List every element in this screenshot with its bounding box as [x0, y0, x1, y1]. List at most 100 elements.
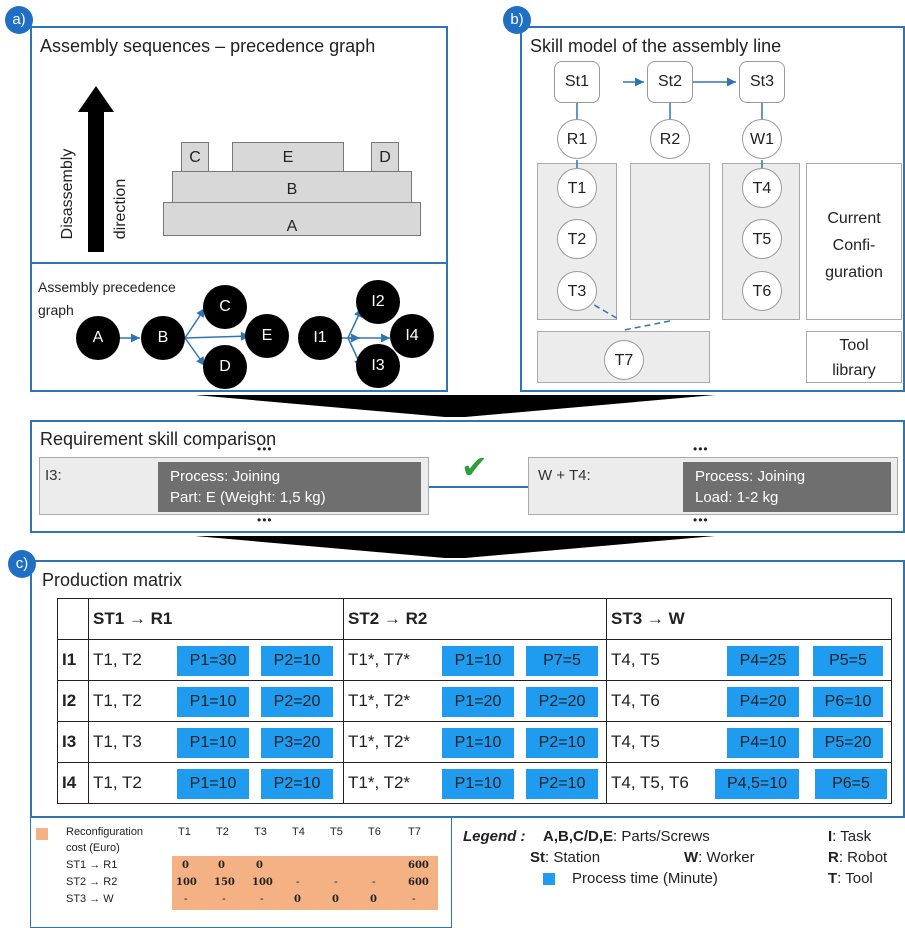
- legend-robot-key: R: [828, 849, 839, 866]
- matrix-cell: T1, T2 P1=10 P2=10: [88, 762, 344, 804]
- process-time-box: P2=10: [261, 646, 333, 676]
- skill-model-edges: [576, 77, 763, 331]
- node-i2: I2: [356, 280, 400, 324]
- cost-value: -: [184, 893, 188, 905]
- matrix-row-id: I1: [57, 639, 89, 681]
- matrix-row-id: I4: [57, 762, 89, 804]
- matrix-row: I1 T1, T2 P1=30 P2=10 T1*, T7* P1=10 P7=…: [57, 639, 892, 681]
- resource-r2: R2: [650, 119, 690, 159]
- cell-tools: T4, T5: [611, 650, 660, 669]
- process-time-box: P3=20: [261, 728, 333, 758]
- process-time-box: P2=10: [261, 769, 333, 799]
- legend-worker: W: Worker: [684, 849, 755, 866]
- cost-row-label: ST2 → R2: [66, 876, 118, 888]
- legend-parts: A,B,C/D,E: Parts/Screws: [543, 828, 710, 845]
- cost-value: -: [260, 893, 264, 905]
- legend-station-key: St: [530, 849, 545, 866]
- cost-col-t6: T6: [368, 826, 381, 838]
- cost-value: 150: [214, 877, 235, 888]
- station-st3: St3: [739, 61, 785, 103]
- cell-tools: T1*, T2*: [348, 773, 411, 792]
- process-time-box: P2=10: [526, 769, 598, 799]
- cost-value: 100: [176, 877, 197, 888]
- legend-tool-key: T: [828, 870, 838, 887]
- tool-t5: T5: [742, 219, 782, 259]
- cell-tools: T1, T2: [93, 650, 142, 669]
- cost-col-t2: T2: [216, 826, 229, 838]
- skill-process: Process: Joining: [695, 468, 806, 485]
- matrix-row: I3 T1, T3 P1=10 P3=20 T1*, T2* P1=10 P2=…: [57, 721, 892, 763]
- process-time-box: P5=20: [813, 728, 883, 758]
- part-e: E: [232, 142, 344, 172]
- cell-tools: T1*, T2*: [348, 691, 411, 710]
- process-time-box: P1=10: [177, 769, 249, 799]
- process-time-box: P4=10: [727, 728, 799, 758]
- process-time-box: P1=10: [442, 728, 514, 758]
- panel-a-divider: [30, 262, 448, 264]
- cost-value: 600: [408, 860, 429, 871]
- cost-value: 0: [332, 894, 339, 905]
- matrix-cell: T4, T6 P4=20 P6=10: [606, 680, 892, 722]
- part-d: D: [371, 142, 399, 172]
- panel-a-title: Assembly sequences – precedence graph: [40, 36, 376, 56]
- tool-t3: T3: [557, 271, 597, 311]
- tool-library-line-2: library: [832, 362, 876, 379]
- matrix-corner: [57, 598, 89, 640]
- matrix-cell: T1*, T2* P1=20 P2=20: [343, 680, 607, 722]
- requirement-details: Process: Joining Part: E (Weight: 1,5 kg…: [158, 462, 421, 512]
- dots-top-right: •••: [693, 442, 709, 456]
- legend-station-val: : Station: [545, 849, 601, 866]
- badge-c: c): [8, 550, 36, 578]
- cost-value: 0: [294, 894, 301, 905]
- cell-tools: T1, T3: [93, 732, 142, 751]
- cost-row-label: ST1 → R1: [66, 859, 118, 871]
- tool-t1: T1: [557, 168, 597, 208]
- node-i3: I3: [356, 344, 400, 388]
- current-configuration-line-3: guration: [825, 264, 883, 281]
- cost-label-2: cost (Euro): [66, 842, 120, 854]
- dots-top-left: •••: [257, 442, 273, 456]
- legend-robot-val: : Robot: [838, 849, 888, 866]
- resource-r1: R1: [557, 119, 597, 159]
- cost-value: 0: [256, 860, 263, 871]
- cost-value: -: [222, 893, 226, 905]
- tool-t2: T2: [557, 219, 597, 259]
- cost-value: 600: [408, 877, 429, 888]
- matrix-cell: T1*, T7* P1=10 P7=5: [343, 639, 607, 681]
- legend-station: St: Station: [530, 849, 600, 866]
- cost-value: -: [372, 876, 376, 888]
- skill-details: Process: Joining Load: 1-2 kg: [683, 462, 891, 512]
- matrix-cell: T4, T5 P4=25 P5=5: [606, 639, 892, 681]
- cell-tools: T1, T2: [93, 691, 142, 710]
- arrow-label-direction: direction: [112, 178, 129, 240]
- matrix-header-st1: ST1 → R1: [88, 598, 344, 640]
- cost-col-t3: T3: [254, 826, 267, 838]
- current-configuration-box: [806, 163, 902, 320]
- tool-library-box: [806, 331, 902, 383]
- legend-worker-val: : Worker: [698, 849, 755, 866]
- production-matrix: ST1 → R1 ST2 → R2 ST3 → W I1 T1, T2 P1=3…: [57, 598, 892, 804]
- part-b: B: [172, 171, 412, 203]
- node-i1: I1: [298, 316, 342, 360]
- cell-tools: T4, T5: [611, 732, 660, 751]
- arrow-label-disassembly: Disassembly: [59, 148, 76, 240]
- matrix-row: I4 T1, T2 P1=10 P2=10 T1*, T2* P1=10 P2=…: [57, 762, 892, 804]
- part-c: C: [181, 142, 209, 172]
- matrix-header-st2: ST2 → R2: [343, 598, 607, 640]
- match-check-icon: ✔: [461, 448, 488, 486]
- matrix-cell: T1, T2 P1=10 P2=20: [88, 680, 344, 722]
- node-e: E: [245, 314, 289, 358]
- panel-b-title: Skill model of the assembly line: [530, 36, 782, 56]
- graph-label-1: Assembly precedence: [38, 279, 176, 295]
- legend-task-val: : Task: [832, 828, 872, 845]
- process-time-box: P1=30: [177, 646, 249, 676]
- matrix-header-row: ST1 → R1 ST2 → R2 ST3 → W: [57, 598, 892, 640]
- node-c: C: [203, 285, 247, 329]
- matrix-cell: T4, T5 P4=10 P5=20: [606, 721, 892, 763]
- process-time-box: P1=10: [442, 769, 514, 799]
- station-st2: St2: [647, 61, 693, 103]
- tool-library-label: Tool library: [806, 333, 902, 383]
- cost-col-t4: T4: [292, 826, 305, 838]
- cost-value: 0: [218, 860, 225, 871]
- cost-row-label: ST3 → W: [66, 893, 114, 905]
